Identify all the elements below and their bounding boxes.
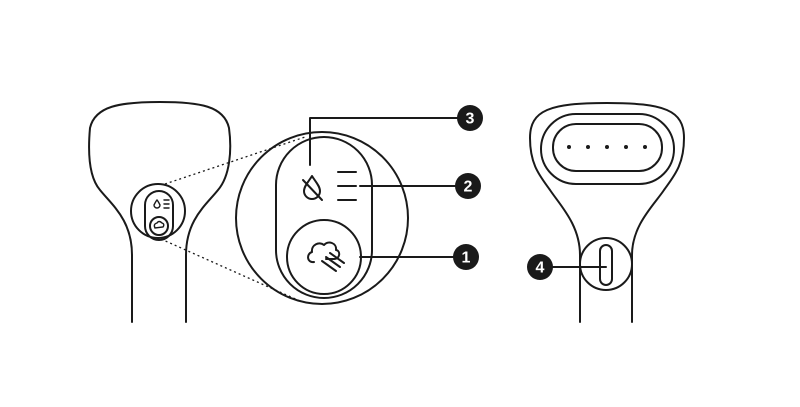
- steam-level-indicator: [337, 171, 357, 201]
- mini-control-panel: [130, 183, 186, 239]
- control-panel-pill: [275, 136, 373, 299]
- steam-button[interactable]: [286, 219, 362, 295]
- steam-ray-3: [329, 252, 345, 264]
- mini-steam-icon: [153, 220, 165, 229]
- handle-front-view: [88, 101, 232, 323]
- power-switch-slot[interactable]: [599, 244, 613, 286]
- steam-ray-1: [321, 260, 337, 272]
- callout-badge-4: 4: [527, 254, 553, 280]
- control-panel-zoom: [235, 131, 409, 305]
- callout-number: 2: [464, 179, 473, 196]
- power-switch[interactable]: [579, 237, 633, 291]
- callout-badge-circle: [457, 105, 483, 131]
- handle-back-view: [529, 102, 685, 323]
- handle-front-outline: [88, 101, 232, 323]
- steam-icon: [307, 241, 345, 272]
- steam-head-plate: [540, 113, 675, 185]
- callout-badge-circle: [527, 254, 553, 280]
- zoom-circle: [235, 131, 409, 305]
- handle-back-outline: [529, 102, 685, 323]
- callout-number: 3: [466, 111, 475, 128]
- anti-drip-indicator: [302, 175, 323, 201]
- mini-drop-icon: [153, 199, 161, 209]
- steam-vent-hole: [624, 145, 628, 149]
- callout-badge-circle: [455, 173, 481, 199]
- steam-vent-hole: [643, 145, 647, 149]
- power-switch-ring[interactable]: [579, 237, 633, 291]
- callout-number: 4: [536, 260, 545, 277]
- steam-vent-hole: [586, 145, 590, 149]
- steam-cloud: [307, 241, 341, 264]
- callout-number: 1: [462, 250, 471, 267]
- callout-3-leader: [309, 117, 459, 166]
- mini-steam-button[interactable]: [149, 216, 169, 236]
- mini-control-pill: [144, 190, 174, 241]
- steam-ray-2: [325, 256, 341, 268]
- callout-badge-circle: [453, 244, 479, 270]
- callout-badge-1: 1: [453, 244, 479, 270]
- steam-head-inner: [552, 123, 663, 172]
- callout-badge-2: 2: [455, 173, 481, 199]
- steam-vent-hole: [605, 145, 609, 149]
- callout-badge-3: 3: [457, 105, 483, 131]
- zoom-line-top: [164, 136, 306, 185]
- steam-vent-hole: [567, 145, 571, 149]
- water-drop-slash: [302, 179, 323, 201]
- steam-button-circle[interactable]: [286, 219, 362, 295]
